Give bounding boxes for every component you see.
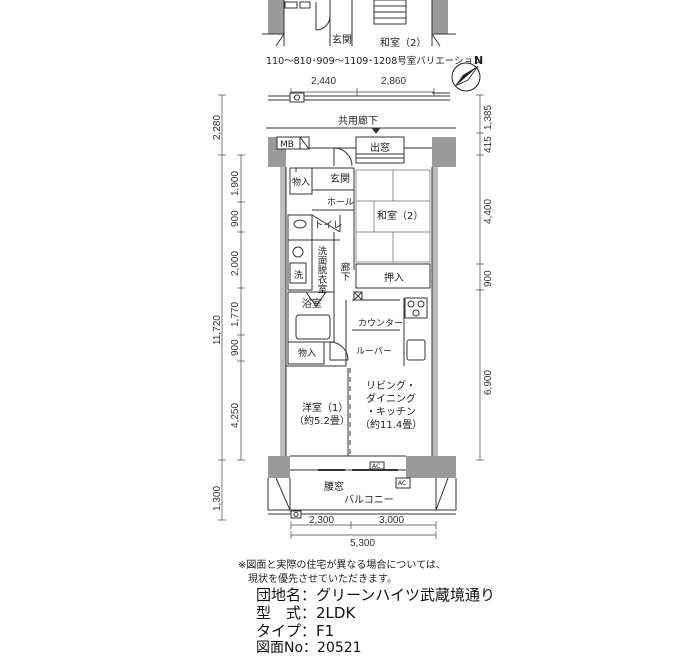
info-type: 型 式：2LDK (256, 604, 356, 622)
dimension-lines (218, 88, 484, 539)
youshitsu-label: 洋室（1） (302, 401, 348, 414)
variation-sketch (262, 0, 456, 47)
dim-right-6900: 6,900 (483, 370, 494, 395)
dim-right-1385: 1,385 (483, 105, 494, 130)
dim-bottom-2300: 2,300 (309, 515, 334, 526)
dim-left-900a: 900 (230, 210, 241, 227)
dim-left-2280: 2,280 (212, 115, 223, 140)
dim-left-1300: 1,300 (212, 486, 223, 511)
toilet-label: トイレ (314, 220, 343, 231)
note-line-2: 現状を優先させていただきます。 (248, 574, 397, 585)
compass-north-label: N (474, 54, 483, 67)
dim-bottom-3000: 3,000 (379, 515, 404, 526)
sen-label: 洗 (294, 269, 303, 281)
variation-washitsu-label: 和室（2） (380, 36, 426, 49)
storage2-label: 物入 (298, 347, 316, 359)
senmen-label: 洗面脱衣室 (316, 245, 328, 293)
dim-top-1: 2,440 (311, 76, 336, 87)
dim-left-900b: 900 (230, 339, 241, 356)
dim-right-415: 415 (483, 136, 494, 153)
common-corridor (266, 92, 456, 134)
plan-lines (267, 136, 457, 519)
info-taipu: タイプ：F1 (256, 622, 335, 640)
variation-caption: 110〜810･909〜1109･1208号室バリエーション (266, 55, 483, 67)
ldk-size-label: （約11.4畳） (360, 418, 422, 431)
dim-bottom-5300: 5,300 (350, 538, 375, 549)
mb-label: MB (280, 140, 294, 150)
ac-label-1: AC (372, 463, 380, 470)
yokushitsu-label: 浴室 (302, 297, 322, 310)
youshitsu-size-label: （約5.2畳） (294, 414, 350, 427)
hall-label: ホール (327, 197, 354, 208)
ldk-label-3: ・キッチン (366, 406, 416, 418)
dim-left-11720: 11,720 (212, 315, 223, 345)
info-zumen: 図面No：20521 (256, 640, 362, 656)
ldk-label-2: ダイニング (366, 392, 416, 405)
counter-label: カウンター (358, 318, 403, 329)
dim-left-4250: 4,250 (230, 403, 241, 428)
storage1-label: 物入 (292, 176, 310, 188)
ac-label-2: AC (398, 480, 406, 487)
dim-left-1900: 1,900 (230, 171, 241, 196)
note-line-1: ※図面と実際の住宅が異なる場合については、 (238, 560, 446, 571)
louver-label: ルーバー (356, 346, 392, 357)
dim-right-900: 900 (483, 270, 494, 287)
compass-icon (451, 62, 481, 92)
variation-entrance-label: 玄関 (332, 33, 352, 46)
genkan-label: 玄関 (330, 172, 350, 185)
balcony-label: バルコニー (344, 494, 394, 506)
dim-left-1770: 1,770 (230, 302, 241, 327)
walls (268, 137, 456, 478)
dim-top-2: 2,860 (381, 76, 406, 87)
demado-top-label: 出窓 (370, 141, 390, 154)
koshimado-label: 腰窓 (324, 480, 344, 493)
oshiire-label: 押入 (384, 271, 404, 284)
ldk-label-1: リビング・ (366, 379, 416, 392)
dim-right-4400: 4,400 (483, 199, 494, 224)
dim-left-2000: 2,000 (230, 251, 241, 276)
info-name: 団地名：グリーンハイツ武蔵境通り (256, 586, 495, 604)
washitsu-label: 和室（2） (377, 209, 423, 222)
roka-label: 廊下 (339, 261, 351, 282)
corridor-label: 共用廊下 (338, 114, 378, 127)
